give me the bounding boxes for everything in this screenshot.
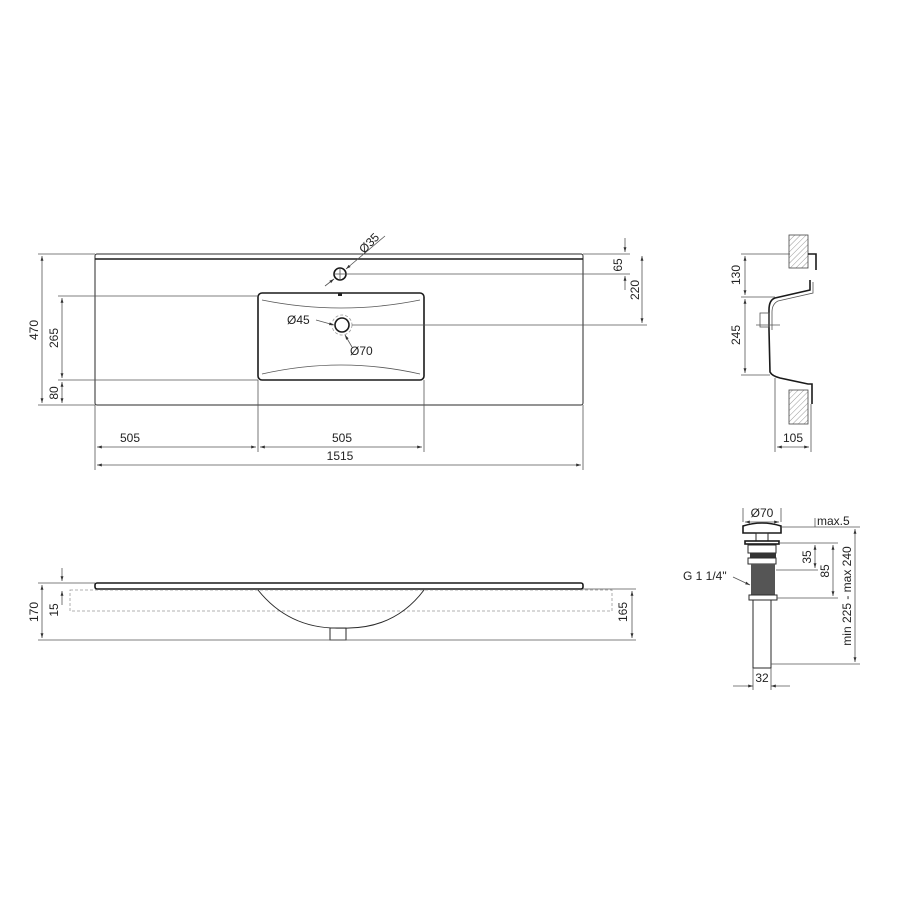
dim-total-height: 170 [27, 602, 41, 622]
dim-bowl-depth: 165 [616, 602, 630, 622]
dim-overall-depth: 470 [27, 320, 41, 340]
dim-drain-offset: 220 [628, 280, 642, 300]
dim-total-length: min 225 - max 240 [840, 546, 854, 646]
dim-thread-length: 85 [818, 564, 832, 578]
dim-cap-diameter: Ø70 [751, 506, 774, 520]
callout-drain-recess: Ø70 [350, 344, 373, 358]
dim-left-deck: 505 [120, 431, 140, 445]
dim-front-edge: 80 [47, 386, 61, 400]
drain-hole [334, 317, 350, 333]
dim-cap-rise: max.5 [817, 514, 850, 528]
dim-bowl-length: 265 [47, 328, 61, 348]
dim-section-middle: 245 [729, 325, 743, 345]
dim-section-upper: 130 [729, 265, 743, 285]
dim-collar: 35 [800, 550, 814, 564]
countertop-slab [94, 582, 584, 590]
drain-detail: Ø70 max.5 35 85 min 225 - max 240 32 G 1… [683, 506, 860, 690]
callout-drain-hole: Ø45 [287, 313, 310, 327]
callout-tap-hole: Ø35 [356, 230, 382, 256]
basin-outline [257, 292, 425, 381]
dim-bowl-width: 505 [332, 431, 352, 445]
countertop-outline [94, 253, 584, 406]
dim-overall-width: 1515 [327, 449, 354, 463]
dim-tap-offset: 65 [611, 258, 625, 272]
thread-label: G 1 1/4" [683, 569, 727, 583]
top-view: 470 265 80 505 505 1515 65 220 Ø35 Ø45 Ø… [27, 230, 647, 470]
dim-pipe-diameter: 32 [755, 671, 769, 685]
dim-slab-thickness: 15 [47, 603, 61, 617]
section-view: 130 245 105 [729, 234, 817, 452]
side-view: 170 15 165 [27, 568, 636, 641]
dim-section-depth: 105 [783, 431, 803, 445]
